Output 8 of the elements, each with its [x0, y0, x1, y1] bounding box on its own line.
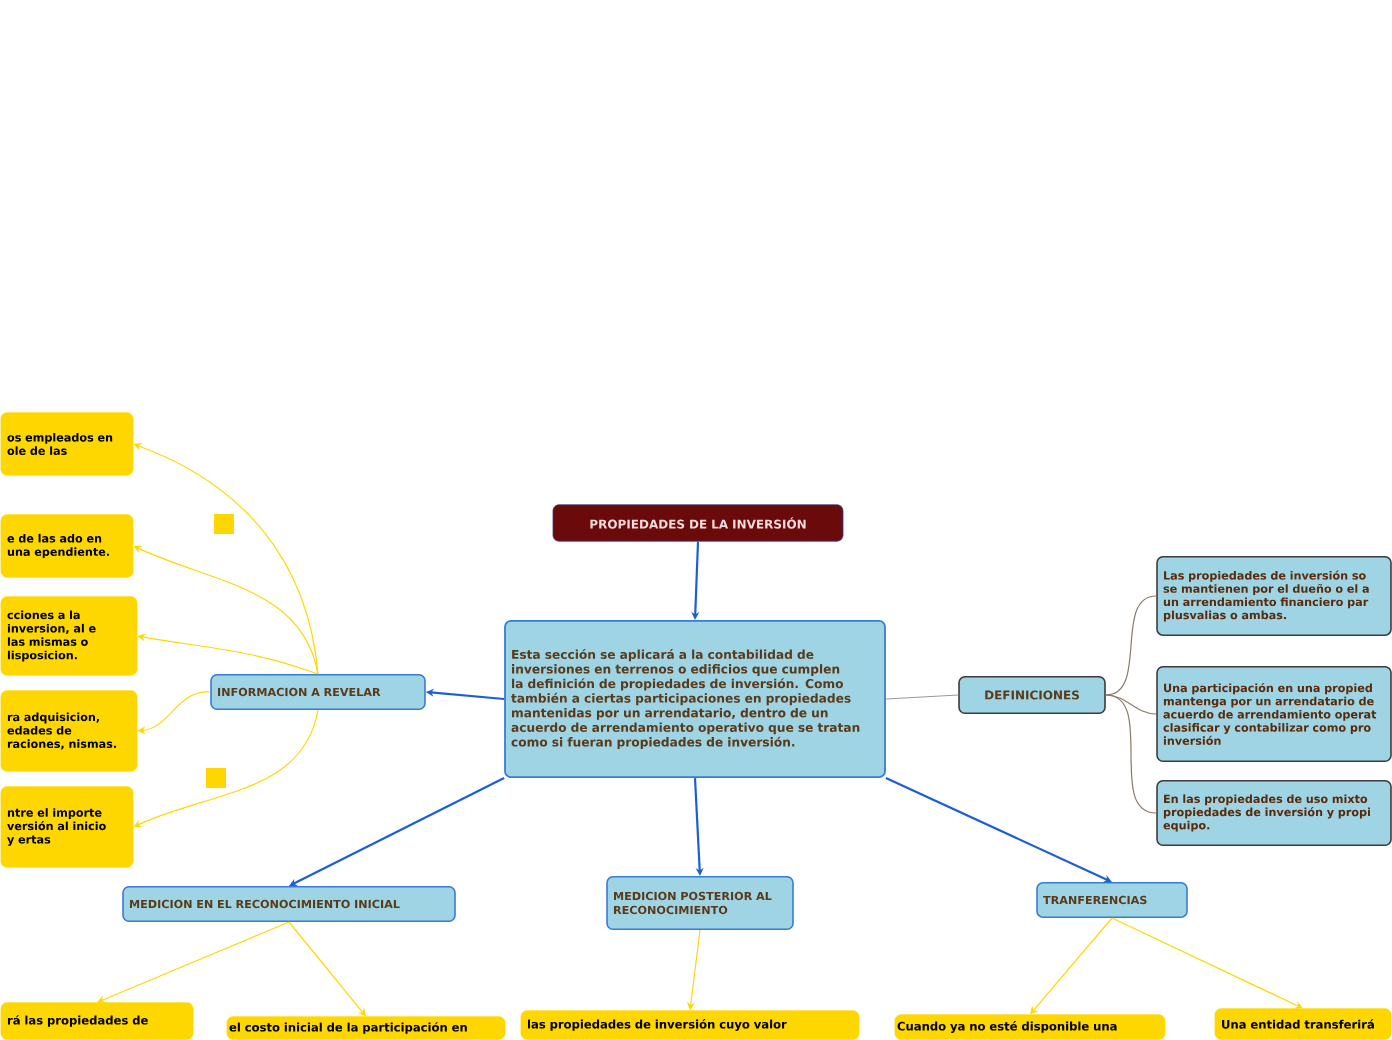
connector [289, 777, 505, 887]
connector [1105, 694, 1157, 814]
connector [693, 778, 704, 876]
connector [1105, 595, 1157, 696]
connector [1111, 917, 1303, 1009]
connector [885, 694, 959, 700]
connector [97, 921, 290, 1004]
connector [885, 777, 1112, 883]
